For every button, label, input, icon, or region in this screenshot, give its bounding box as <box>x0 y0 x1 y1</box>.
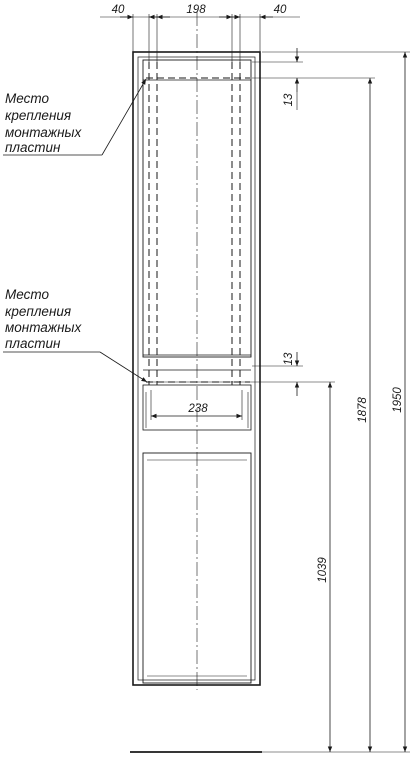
dim-top-plate-height: 1878 <box>357 397 369 423</box>
shelf-width-dimension <box>150 390 243 420</box>
plate-offset-dimensions <box>148 48 375 396</box>
dim-shelf-width: 238 <box>187 403 208 415</box>
note-top-line1: Место <box>5 91 49 106</box>
dim-inner-width: 198 <box>186 4 206 16</box>
dim-mid-plate-offset: 13 <box>283 352 295 365</box>
dim-right-margin: 40 <box>274 4 287 16</box>
note-top-line4: пластин <box>5 140 61 155</box>
note-bottom-line1: Место <box>5 287 49 302</box>
lower-door <box>142 452 252 684</box>
note-bottom-line3: монтажных <box>5 320 82 335</box>
height-dimensions <box>262 51 410 753</box>
mounting-slots <box>146 62 250 385</box>
cabinet-body <box>130 51 262 753</box>
dim-left-margin: 40 <box>112 4 125 16</box>
note-top-line3: монтажных <box>5 125 82 140</box>
middle-shelf <box>142 384 252 431</box>
note-bottom-line4: пластин <box>5 336 61 351</box>
note-leaders <box>3 78 148 383</box>
dim-total-height: 1950 <box>392 387 404 413</box>
top-width-dimensions <box>100 14 300 62</box>
note-bottom-line2: крепления <box>5 304 71 319</box>
dim-mid-plate-height: 1039 <box>317 557 329 583</box>
note-top: Место крепления монтажных пластин <box>5 91 82 155</box>
note-bottom: Место крепления монтажных пластин <box>5 287 82 351</box>
dim-top-plate-offset: 13 <box>283 93 295 106</box>
note-top-line2: крепления <box>5 108 71 123</box>
